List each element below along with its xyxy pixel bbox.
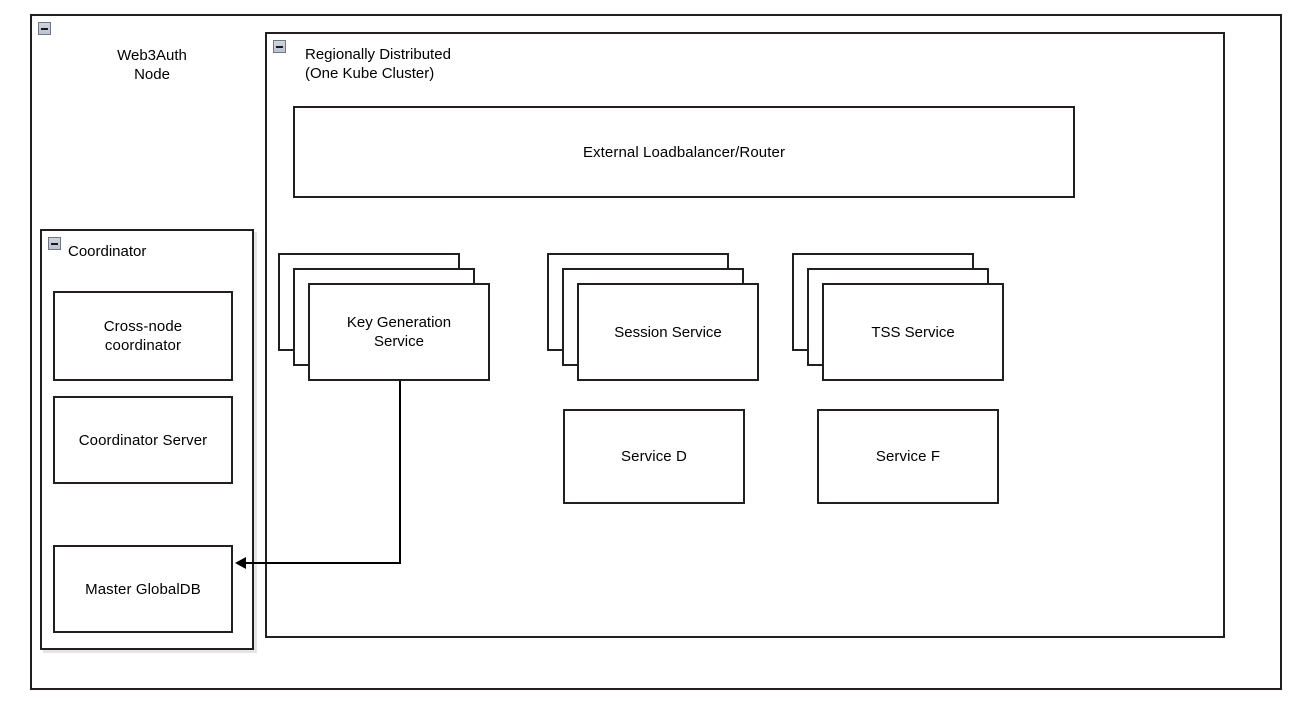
connector-segment-horizontal bbox=[246, 562, 401, 564]
container-kube-cluster-title: Regionally Distributed (One Kube Cluster… bbox=[305, 46, 451, 82]
node-session-service[interactable]: Session Service bbox=[577, 283, 759, 381]
node-cross-node-coordinator[interactable]: Cross-node coordinator bbox=[53, 291, 233, 381]
node-service-d-label: Service D bbox=[621, 448, 687, 465]
node-external-loadbalancer-router-label: External Loadbalancer/Router bbox=[582, 143, 786, 161]
stack-tss-service[interactable]: TSS Service bbox=[792, 253, 1007, 381]
node-service-d[interactable]: Service D bbox=[563, 409, 745, 504]
connector-arrowhead bbox=[235, 557, 246, 569]
node-session-service-label: Session Service bbox=[614, 323, 722, 341]
stack-key-generation-service[interactable]: Key Generation Service bbox=[278, 253, 493, 381]
node-key-generation-service-label: Key Generation Service bbox=[346, 314, 452, 350]
collapse-minus-icon[interactable] bbox=[38, 22, 51, 35]
stack-session-service[interactable]: Session Service bbox=[547, 253, 762, 381]
node-external-loadbalancer-router[interactable]: External Loadbalancer/Router bbox=[293, 106, 1075, 198]
node-coordinator-server[interactable]: Coordinator Server bbox=[53, 396, 233, 484]
node-coordinator-server-label: Coordinator Server bbox=[78, 431, 208, 449]
node-service-f-label: Service F bbox=[875, 448, 941, 465]
container-web3auth-node-title: Web3Auth Node bbox=[117, 47, 187, 83]
container-coordinator-title: Coordinator bbox=[68, 243, 147, 260]
node-master-globaldb-label: Master GlobalDB bbox=[85, 580, 201, 598]
connector-segment-vertical bbox=[399, 381, 401, 564]
node-master-globaldb[interactable]: Master GlobalDB bbox=[53, 545, 233, 633]
collapse-minus-icon[interactable] bbox=[48, 237, 61, 250]
node-key-generation-service[interactable]: Key Generation Service bbox=[308, 283, 490, 381]
node-tss-service[interactable]: TSS Service bbox=[822, 283, 1004, 381]
node-cross-node-coordinator-label: Cross-node coordinator bbox=[103, 318, 183, 354]
node-tss-service-label: TSS Service bbox=[871, 323, 955, 341]
collapse-minus-icon[interactable] bbox=[273, 40, 286, 53]
node-service-f[interactable]: Service F bbox=[817, 409, 999, 504]
